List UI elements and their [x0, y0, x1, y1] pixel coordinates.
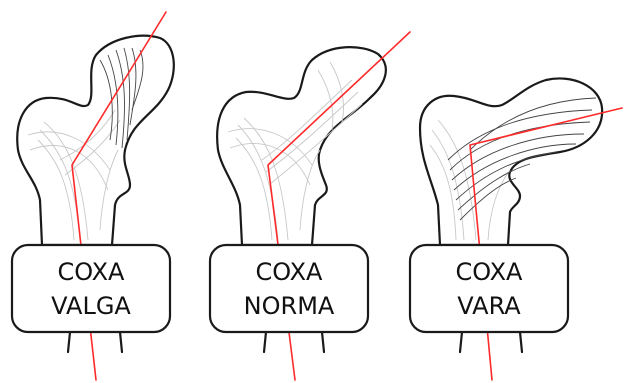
femur-shaft-bottom	[460, 332, 522, 352]
femur-shaft-bottom	[264, 332, 324, 352]
label-valga-line2: VALGA	[51, 292, 131, 320]
label-vara-line2: VARA	[457, 292, 521, 320]
label-vara-line1: COXA	[456, 258, 524, 286]
label-valga-line1: COXA	[58, 258, 126, 286]
label-norma-line1: COXA	[256, 258, 324, 286]
femur-shaft-bottom	[68, 332, 122, 352]
label-norma-line2: NORMA	[244, 292, 335, 320]
panel-coxa-vara: COXA VARA	[410, 78, 622, 380]
femur-outline-valga	[17, 36, 174, 245]
femur-outline-vara	[420, 78, 602, 245]
panel-coxa-norma: COXA NORMA	[210, 32, 410, 380]
panel-coxa-valga: COXA VALGA	[12, 12, 174, 380]
